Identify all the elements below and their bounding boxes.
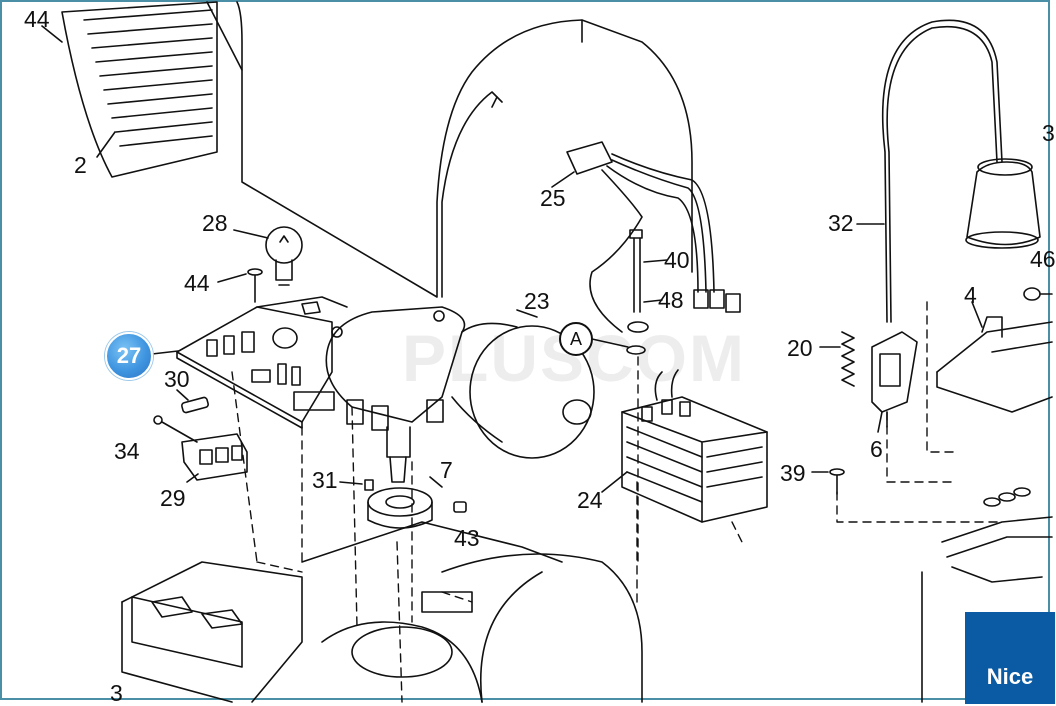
label-28: 28 [202, 210, 228, 236]
label-40: 40 [664, 247, 690, 273]
label-48: 48 [658, 287, 684, 313]
part-7-flange [367, 487, 433, 529]
callout-a: A [559, 322, 593, 356]
leader-44a [41, 25, 63, 43]
leader-28 [233, 229, 269, 239]
part-39-screw [829, 468, 845, 495]
part-25-harness [566, 141, 741, 333]
label-3-base: 3 [110, 680, 123, 706]
part-4-bracket [936, 316, 1053, 413]
label-44: 44 [24, 6, 50, 32]
label-6: 6 [870, 436, 883, 462]
label-4: 4 [964, 282, 977, 308]
part-3-antenna-dome [965, 158, 1041, 249]
leader-25 [551, 171, 575, 188]
part-31-key [364, 479, 374, 491]
label-43: 43 [454, 525, 480, 551]
label-44: 44 [184, 270, 210, 296]
base-housing [121, 521, 643, 703]
leader-44b [217, 273, 247, 283]
label-20: 20 [787, 335, 813, 361]
part-34-screw [153, 415, 198, 443]
label-3: 3 [1042, 120, 1055, 146]
leader-31 [339, 481, 363, 485]
part-6-switch [871, 331, 918, 428]
part-24-transformer [621, 369, 768, 523]
brand-name: Nice [986, 664, 1034, 689]
label-30: 30 [164, 366, 190, 392]
chain-assembly [921, 487, 1053, 703]
label-7: 7 [440, 457, 453, 483]
part-29-terminal-block [181, 433, 248, 481]
label-32: 32 [828, 210, 854, 236]
label-2: 2 [74, 152, 87, 178]
brand-logo: Nice [965, 612, 1055, 704]
label-46: 46 [1030, 246, 1056, 272]
part-46-knob [1023, 287, 1053, 301]
label-25: 25 [540, 185, 566, 211]
part-43-grubscrew [453, 501, 467, 513]
label-34: 34 [114, 438, 140, 464]
leader-23 [516, 309, 538, 318]
label-24: 24 [577, 487, 603, 513]
leader-24 [601, 471, 628, 493]
label-39: 39 [780, 460, 806, 486]
leader-4 [971, 301, 983, 328]
part-27-circuit-board [176, 296, 348, 429]
label-23: 23 [524, 288, 550, 314]
leader-27 [151, 350, 179, 355]
part-30-fuse [181, 396, 209, 414]
leader-29 [186, 473, 199, 483]
leader-30 [176, 389, 189, 401]
part-40-bolt [626, 229, 668, 355]
part-28-bulb [265, 226, 303, 286]
part-20-spring [841, 331, 855, 387]
label-31: 31 [312, 467, 338, 493]
part-2-louvered-panel [61, 1, 243, 178]
assembly-lines [231, 301, 1003, 703]
dome-cover [236, 1, 693, 298]
leader-6 [877, 411, 883, 433]
label-29: 29 [160, 485, 186, 511]
part-44-screw [247, 268, 263, 303]
part-32-antenna-cable [881, 19, 1003, 323]
leader-7 [429, 476, 443, 488]
part-27-highlight-badge[interactable]: 27 [105, 332, 153, 380]
part-23-motor [325, 306, 595, 483]
leader-2 [96, 131, 116, 158]
leader-a [591, 338, 629, 348]
